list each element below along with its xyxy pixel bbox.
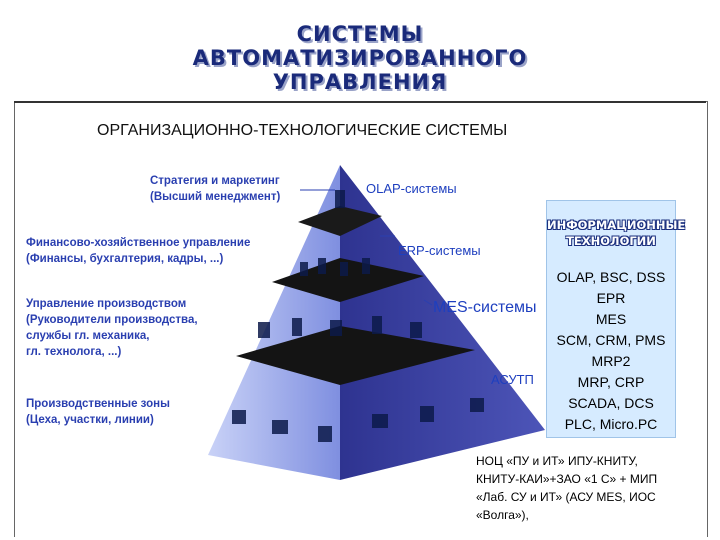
level-3-label: Управление производством (Руководители п… [26, 296, 198, 360]
info-item: PLC, Micro.PC [564, 416, 658, 432]
info-item: EPR [596, 290, 626, 306]
credits-line: КНИТУ-КАИ»+ЗАО «1 С» + МИП [476, 472, 658, 486]
info-heading-line: ТЕХНОЛОГИИ [566, 234, 656, 248]
pyramid-right-face [340, 165, 545, 480]
level-4-label-line: Производственные зоны [26, 398, 170, 410]
info-item: OLAP, BSC, DSS [556, 269, 666, 285]
info-box-heading: ИНФОРМАЦИОННЫЕ ТЕХНОЛОГИИ [547, 217, 686, 249]
pyramid-left-face [208, 165, 340, 480]
system-label-mes: MES-системы [433, 299, 537, 316]
system-label-olap: OLAP-системы [366, 181, 457, 196]
leader-lines [300, 189, 433, 306]
level-1-label-line: (Высший менеджмент) [150, 191, 281, 203]
section-heading: ОРГАНИЗАЦИОННО-ТЕХНОЛОГИЧЕСКИЕ СИСТЕМЫ [97, 122, 508, 139]
info-item: MRP2 [591, 353, 631, 369]
page-title: СИСТЕМЫ АВТОМАТИЗИРОВАННОГО УПРАВЛЕНИЯ [0, 22, 720, 94]
slab-level-2 [272, 258, 424, 302]
info-item: MRP, CRP [577, 374, 645, 390]
title-line-3: УПРАВЛЕНИЯ [272, 70, 448, 94]
title-line-1: СИСТЕМЫ [296, 22, 424, 46]
info-item: SCADA, DCS [568, 395, 654, 411]
system-label-erp: ERP-системы [398, 243, 481, 258]
system-label-asutp: АСУТП [491, 372, 534, 387]
level-2-label-line: (Финансы, бухгалтерия, кадры, ...) [26, 253, 224, 265]
frame-top-rule [14, 101, 706, 103]
slab-level-3 [236, 326, 475, 385]
level-3-label-line: (Руководители производства, [26, 314, 198, 326]
info-box-list: OLAP, BSC, DSS EPR MES SCM, CRM, PMS MRP… [547, 267, 675, 435]
title-line-2: АВТОМАТИЗИРОВАННОГО [192, 46, 528, 70]
level-3-label-line: Управление производством [26, 298, 187, 310]
credits-line: НОЦ «ПУ и ИТ» ИПУ-КНИТУ, [476, 454, 638, 468]
workstation-figures [232, 190, 484, 442]
credits-line: «Лаб. СУ и ИТ» (АСУ MES, ИОС [476, 490, 656, 504]
level-1-label: Стратегия и маркетинг (Высший менеджмент… [150, 173, 280, 205]
info-heading-line: ИНФОРМАЦИОННЫЕ [547, 218, 686, 232]
level-2-label: Финансово-хозяйственное управление (Фина… [26, 235, 250, 267]
credits-text: НОЦ «ПУ и ИТ» ИПУ-КНИТУ, КНИТУ-КАИ»+ЗАО … [476, 452, 712, 524]
credits-line: «Волга»), [476, 508, 529, 522]
level-4-label: Производственные зоны (Цеха, участки, ли… [26, 396, 170, 428]
level-4-label-line: (Цеха, участки, линии) [26, 414, 154, 426]
level-1-label-line: Стратегия и маркетинг [150, 175, 280, 187]
level-3-label-line: службы гл. механика, [26, 330, 150, 342]
info-item: SCM, CRM, PMS [556, 332, 666, 348]
level-2-label-line: Финансово-хозяйственное управление [26, 237, 251, 249]
info-technologies-box: ИНФОРМАЦИОННЫЕ ТЕХНОЛОГИИ OLAP, BSC, DSS… [546, 200, 686, 438]
info-item: MES [595, 311, 627, 327]
level-3-label-line: гл. технолога, ...) [26, 346, 122, 358]
slab-level-1 [298, 206, 382, 236]
